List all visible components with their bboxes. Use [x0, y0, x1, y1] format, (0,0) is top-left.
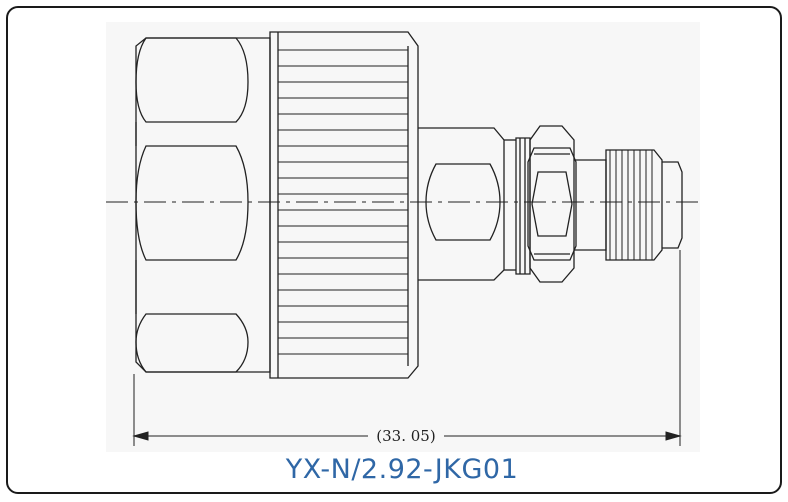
- small-hex-nut: [527, 125, 577, 283]
- technical-drawing: (33. 05): [106, 22, 700, 452]
- neck-body: [418, 127, 516, 281]
- dimension-label: (33. 05): [376, 427, 435, 445]
- model-caption: YX-N/2.92-JKG01: [285, 454, 519, 485]
- dimension-line: [132, 250, 682, 446]
- knurled-coupling: [269, 31, 419, 379]
- threaded-end: [574, 149, 683, 261]
- hex-nut: [135, 37, 271, 373]
- product-card: (33. 05) YX-N/2.92-JKG01: [6, 6, 782, 494]
- connector-outline: (33. 05): [106, 31, 700, 446]
- collar-rings: [515, 137, 531, 275]
